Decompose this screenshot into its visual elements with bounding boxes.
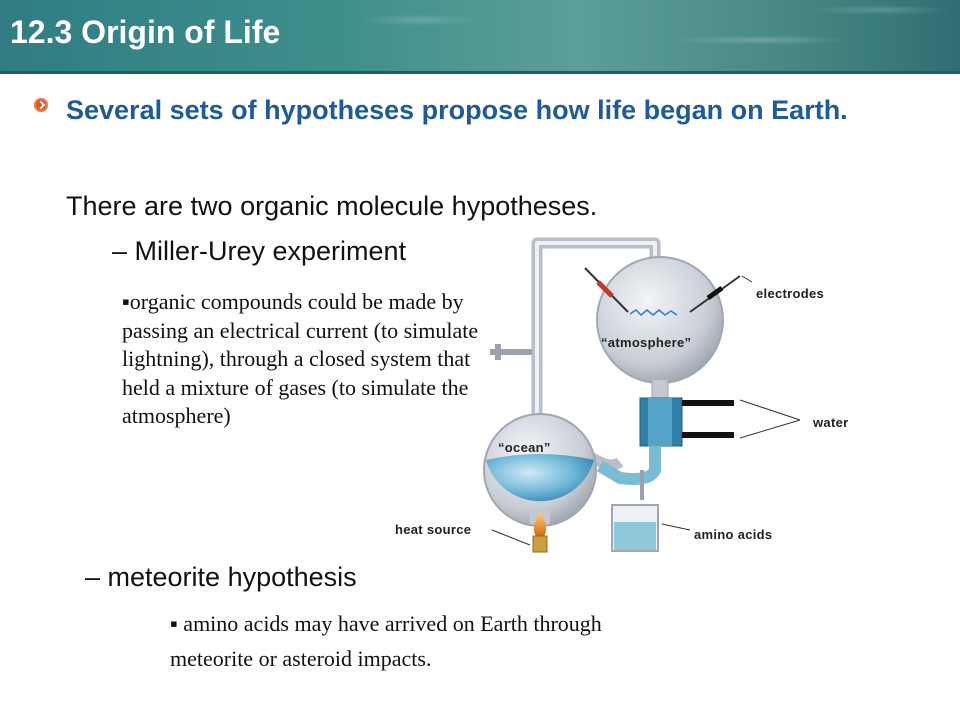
- heat-source-label: heat source: [395, 522, 472, 537]
- heat-source-flame: [533, 512, 547, 536]
- slide-header: 12.3 Origin of Life: [0, 0, 960, 74]
- ocean-label: “ocean”: [498, 440, 551, 455]
- miller-urey-title: – Miller-Urey experiment: [112, 236, 407, 266]
- amino-acids-label: amino acids: [694, 527, 773, 542]
- water-label: water: [813, 415, 849, 430]
- meteorite-description: ▪ amino acids may have arrived on Earth …: [170, 611, 602, 671]
- electrodes-label: electrodes: [756, 286, 825, 301]
- slide-title: 12.3 Origin of Life: [10, 14, 281, 50]
- miller-urey-description: ▪organic compounds could be made by pass…: [122, 289, 479, 428]
- meteorite-title: – meteorite hypothesis: [85, 562, 357, 592]
- arrow-bullet-icon: [34, 98, 48, 112]
- header-texture: [0, 0, 960, 74]
- subheading: There are two organic molecule hypothese…: [66, 191, 598, 221]
- main-heading: Several sets of hypotheses propose how l…: [66, 95, 848, 125]
- atmosphere-flask: [596, 256, 724, 384]
- side-valve: [490, 344, 532, 360]
- electrodes-wires: [584, 267, 741, 317]
- atmosphere-label: “atmosphere”: [601, 335, 692, 350]
